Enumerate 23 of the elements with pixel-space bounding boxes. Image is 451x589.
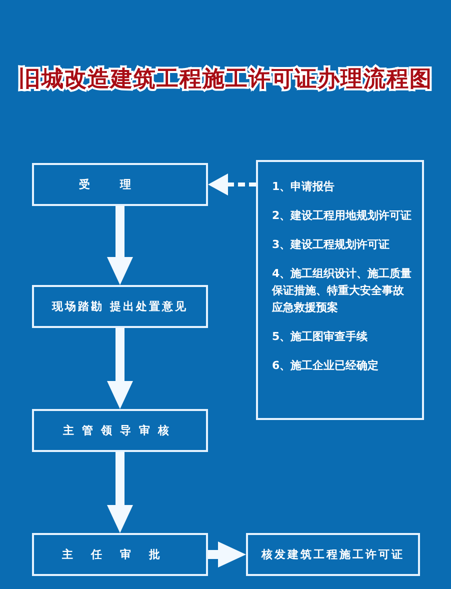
process-box (32, 533, 208, 576)
requirements-box (256, 160, 424, 420)
step-label: 受理 (79, 177, 161, 192)
requirement-item: 5、施工图审查手续 (272, 329, 368, 345)
arrow (208, 174, 256, 196)
process-box (32, 163, 208, 206)
requirement-item: 1、申请报告 (272, 179, 335, 195)
requirement-item: 2、建设工程用地规划许可证 (272, 208, 412, 224)
requirement-item: 3、建设工程规划许可证 (272, 237, 390, 253)
step-label: 主任审批 (62, 547, 178, 562)
arrow (107, 328, 133, 409)
step-label: 现场踏勘 提出处置意见 (52, 299, 188, 314)
requirement-item: 4、施工组织设计、施工质量保证措施、特重大安全事故应急救援预案 (272, 266, 412, 316)
title: 旧城改造建筑工程施工许可证办理流程图 (18, 66, 434, 94)
process-box (246, 533, 420, 576)
requirement-item: 6、施工企业已经确定 (272, 358, 379, 374)
process-box (32, 285, 208, 328)
step-label: 主管领导审核 (63, 423, 177, 438)
process-box (32, 409, 208, 452)
arrow (208, 542, 246, 568)
arrow (107, 206, 133, 285)
arrow (107, 452, 133, 533)
step-label: 核发建筑工程施工许可证 (262, 547, 404, 562)
